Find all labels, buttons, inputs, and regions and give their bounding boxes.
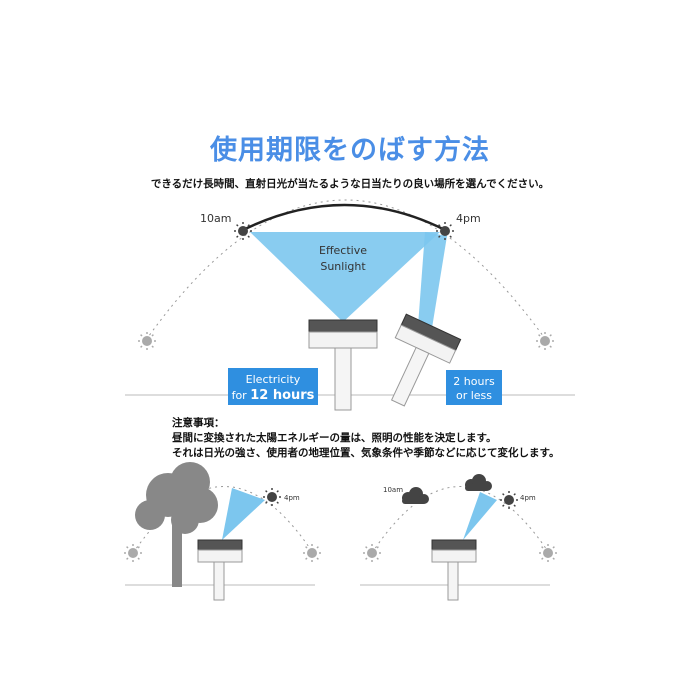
short-duration-line2: or less (456, 389, 492, 402)
sun-evening-icon (302, 543, 322, 563)
bottom-left-tree-diagram: 4pm (123, 462, 322, 601)
solar-light-icon (197, 539, 243, 601)
sun-morning-icon (123, 543, 143, 563)
electricity-label: Electricity (246, 373, 301, 386)
sun-evening-icon (535, 331, 555, 351)
cloud-icon (465, 474, 492, 491)
partial-sunlight-beam (222, 488, 265, 540)
electricity-duration: for 12 hours (232, 388, 315, 403)
notes-line-1: 昼間に変換された太陽エネルギーの量は、照明の性能を決定します。 (172, 432, 497, 444)
solar-light-tilted (390, 313, 462, 407)
tree-icon (135, 462, 218, 587)
short-duration-line1: 2 hours (453, 375, 495, 388)
label-4pm: 4pm (520, 494, 536, 502)
solar-light-icon (431, 539, 477, 601)
label-10am: 10am (200, 212, 231, 225)
sun-morning-icon (137, 331, 157, 351)
label-4pm: 4pm (456, 212, 481, 225)
short-duration-box (446, 370, 502, 405)
beam-label-sunlight: Sunlight (320, 260, 366, 273)
page-title: 使用期限をのばす方法 (210, 135, 490, 166)
cloud-icon (402, 487, 429, 504)
label-10am: 10am (383, 486, 403, 494)
effective-sunlight-beam (250, 232, 440, 322)
sun-10am-icon (233, 221, 253, 241)
sun-morning-icon (362, 543, 382, 563)
sun-path-dashed (145, 199, 547, 341)
notes-section: 注意事項： 昼間に変換された太陽エネルギーの量は、照明の性能を決定します。 それ… (172, 416, 559, 461)
sun-evening-icon (538, 543, 558, 563)
label-4pm: 4pm (284, 494, 300, 502)
notes-line-2: それは日光の強さ、使用者の地理位置、気象条件や季節などに応じて変化します。 (172, 447, 560, 459)
top-sun-diagram: 10am 4pm Effective Sunlight Electricity … (125, 199, 575, 411)
sun-4pm-icon (262, 487, 282, 507)
bottom-right-cloud-diagram: 10am 4pm (360, 474, 558, 601)
solar-light-upright (308, 319, 378, 411)
tilted-panel-beam (418, 232, 447, 328)
subtitle: できるだけ長時間、直射日光が当たるような日当たりの良い場所を選んでください。 (150, 178, 550, 190)
partial-sunlight-beam (463, 492, 497, 540)
beam-label-effective: Effective (319, 244, 367, 257)
electricity-box (228, 368, 318, 405)
sun-path-effective (242, 203, 446, 232)
notes-heading: 注意事項： (172, 417, 225, 429)
